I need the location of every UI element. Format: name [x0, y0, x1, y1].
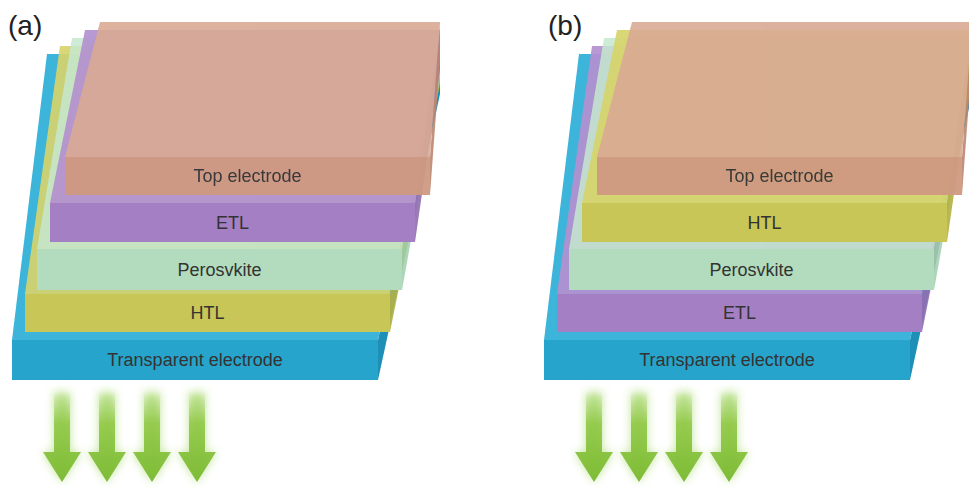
arrow-glow	[710, 392, 748, 482]
layer-name: Perosvkite	[177, 261, 261, 279]
layer-name: ETL	[723, 304, 756, 322]
layer-box: Transparent electrode	[544, 340, 910, 380]
arrow-body	[43, 392, 81, 482]
arrow-glow	[575, 392, 613, 482]
light-arrow	[178, 392, 216, 482]
layer-box: Transparent electrode	[12, 340, 378, 380]
layer-name: Transparent electrode	[639, 351, 814, 369]
layer-box: HTL	[582, 203, 947, 242]
light-arrow	[133, 392, 171, 482]
arrow-glow	[665, 392, 703, 482]
arrow-glow	[43, 392, 81, 482]
layer-box: ETL	[50, 203, 415, 242]
arrow-body	[88, 392, 126, 482]
layer-name: HTL	[747, 214, 781, 232]
arrow-body	[620, 392, 658, 482]
panel-label: (a)	[8, 12, 42, 40]
layer-box: Perosvkite	[37, 249, 402, 290]
layer-box: ETL	[557, 294, 922, 332]
arrow-glow	[133, 392, 171, 482]
layer-box: Top electrode	[597, 157, 962, 195]
layer-slab	[597, 22, 969, 195]
light-arrow	[88, 392, 126, 482]
arrow-glow	[178, 392, 216, 482]
arrow-glow	[620, 392, 658, 482]
light-arrow	[575, 392, 613, 482]
layer-name: HTL	[190, 304, 224, 322]
layer-box: HTL	[25, 294, 390, 332]
arrow-body	[178, 392, 216, 482]
light-arrow	[710, 392, 748, 482]
light-arrow	[665, 392, 703, 482]
light-arrow	[620, 392, 658, 482]
layer-name: Top electrode	[725, 167, 833, 185]
panel-label: (b)	[548, 12, 582, 40]
light-arrow	[43, 392, 81, 482]
layer-name: ETL	[216, 214, 249, 232]
layer-top-face	[65, 22, 440, 157]
layer-slab	[65, 22, 440, 195]
arrow-body	[710, 392, 748, 482]
layer-box: Top electrode	[65, 157, 430, 195]
arrow-body	[665, 392, 703, 482]
layer-name: Transparent electrode	[107, 351, 282, 369]
layer-name: Perosvkite	[709, 261, 793, 279]
arrow-body	[133, 392, 171, 482]
arrow-glow	[88, 392, 126, 482]
layer-top-face	[597, 22, 969, 157]
layer-name: Top electrode	[193, 167, 301, 185]
arrow-body	[575, 392, 613, 482]
layer-box: Perosvkite	[569, 249, 934, 290]
